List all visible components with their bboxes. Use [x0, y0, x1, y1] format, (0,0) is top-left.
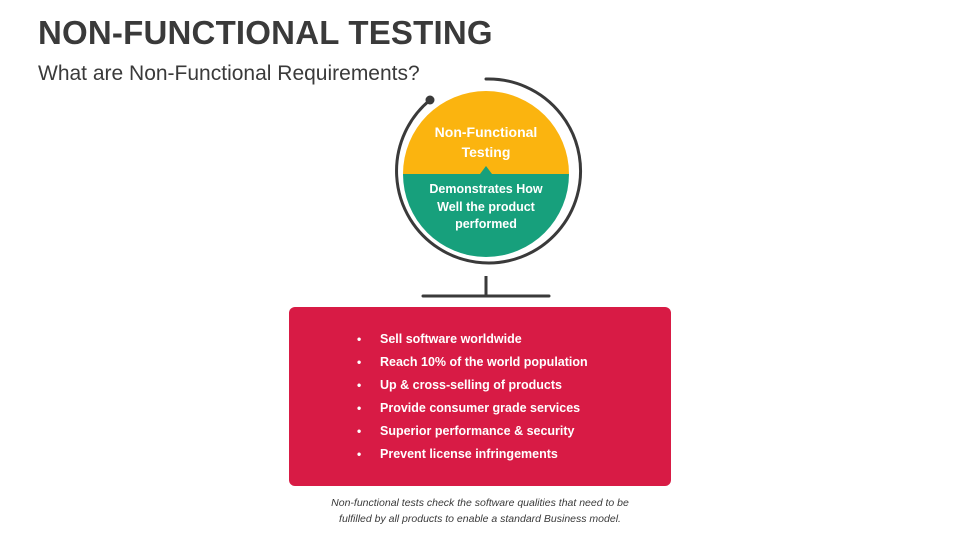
list-item: • Sell software worldwide: [357, 330, 588, 353]
globe-bottom-label: Demonstrates How Well the product perfor…: [404, 181, 568, 234]
globe-arc: [395, 77, 582, 265]
list-item-text: Provide consumer grade services: [380, 401, 581, 415]
globe-bottom-line-1: Demonstrates How: [429, 182, 543, 196]
list-item: • Superior performance & security: [357, 422, 588, 445]
globe-bottom-half: [403, 174, 569, 257]
list-item-text: Superior performance & security: [380, 424, 575, 438]
bullet-icon: •: [357, 447, 362, 461]
bullet-icon: •: [357, 355, 362, 369]
list-item: • Up & cross-selling of products: [357, 376, 588, 399]
bullet-icon: •: [357, 332, 362, 346]
globe-bottom-line-2: Well the product: [437, 199, 535, 214]
page-title: NON-FUNCTIONAL TESTING: [38, 14, 493, 51]
globe-bottom-line-3: performed: [455, 217, 517, 231]
globe-divider-pointer: [480, 166, 492, 174]
list-item: • Provide consumer grade services: [357, 399, 588, 422]
footnote-line-2: fulfilled by all products to enable a st…: [339, 513, 621, 525]
list-item-text: Up & cross-selling of products: [380, 378, 562, 392]
footnote: Non-functional tests check the software …: [280, 495, 680, 527]
page-subtitle: What are Non-Functional Requirements?: [38, 62, 420, 85]
list-item: • Reach 10% of the world population: [357, 353, 588, 376]
globe-top-label: Non-Functional Testing: [404, 122, 568, 162]
list-item-text: Sell software worldwide: [380, 332, 522, 346]
list-item-text: Prevent license infringements: [380, 447, 558, 461]
globe-arc-knob: [425, 95, 435, 105]
requirements-box: • Sell software worldwide • Reach 10% of t…: [289, 307, 671, 486]
bullet-icon: •: [357, 401, 362, 415]
bullet-icon: •: [357, 378, 362, 392]
requirements-list: • Sell software worldwide • Reach 10% of t…: [357, 330, 588, 468]
globe-top-line-1: Non-Functional: [434, 124, 538, 140]
globe-top-half: [403, 91, 569, 174]
list-item: • Prevent license infringements: [357, 445, 588, 468]
globe-top-line-2: Testing: [461, 144, 511, 160]
footnote-line-1: Non-functional tests check the software …: [331, 497, 629, 509]
bullet-icon: •: [357, 424, 362, 438]
list-item-text: Reach 10% of the world population: [380, 355, 588, 369]
